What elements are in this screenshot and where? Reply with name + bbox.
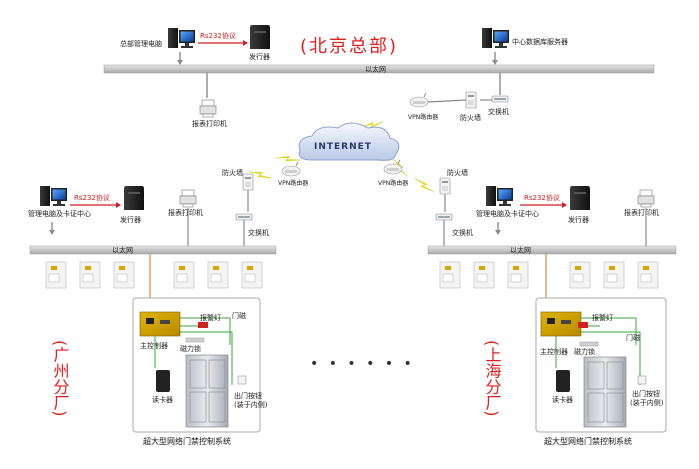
- right-switch-label: 交换机: [452, 228, 473, 237]
- left-ethernet-label: 以太网: [112, 246, 133, 255]
- right-vpn-router: [383, 159, 403, 175]
- hq-printer: [199, 99, 217, 118]
- hq-firewall: [465, 91, 477, 109]
- left-panels: [45, 261, 263, 289]
- right-protocol-label: Rs232协议: [524, 193, 560, 202]
- right-branch-name: (上海分厂): [483, 340, 502, 416]
- left-switch: [235, 213, 253, 221]
- left-issuer-label: 发行器: [120, 215, 141, 224]
- right-printer-label: 报表打印机: [624, 208, 659, 217]
- hq-server-label: 中心数据库服务器: [512, 37, 568, 46]
- left-alarm-light: [198, 322, 208, 328]
- hq-vpn-router: [409, 92, 429, 108]
- hq-printer-label: 报表打印机: [192, 119, 227, 128]
- right-firewall: [439, 177, 451, 195]
- left-exit-label-2: (装于内侧): [234, 400, 268, 409]
- right-lightning-2: [412, 177, 436, 192]
- left-firewall-label: 防火墙: [222, 168, 243, 177]
- right-door-sensor-label: 门磁: [626, 333, 640, 342]
- left-maglock-label: 磁力锁: [180, 344, 201, 353]
- right-ethernet-label: 以太网: [510, 246, 531, 255]
- right-controller-label: 主控制器: [540, 347, 568, 356]
- left-printer: [179, 189, 197, 208]
- left-firewall: [242, 173, 254, 191]
- hq-pc-link: [176, 51, 184, 66]
- hq-firewall-label: 防火墙: [460, 113, 481, 122]
- more-branches-ellipsis: • • • • • •: [310, 356, 415, 372]
- right-vpn-label: VPN路由器: [378, 179, 408, 187]
- left-system-label: 超大型网络门禁控制系统: [143, 436, 231, 446]
- right-switch: [435, 213, 453, 221]
- right-mgmt-pc-label: 管理电脑及卡证中心: [476, 209, 539, 218]
- left-mgmt-pc-label: 管理电脑及卡证中心: [28, 209, 91, 218]
- left-mgmt-pc: [40, 186, 67, 206]
- hq-server: [482, 28, 509, 48]
- right-issuer-label: 发行器: [568, 215, 589, 224]
- left-exit-label-1: 出门按钮: [234, 391, 262, 400]
- internet-cloud: [298, 122, 400, 161]
- right-exit-button: [637, 375, 647, 385]
- hq-mgmt-pc: [168, 28, 195, 48]
- right-controller-board: [540, 311, 582, 337]
- left-vpn-router: [281, 161, 301, 177]
- left-alarm-label: 报警灯: [200, 313, 221, 322]
- right-firewall-label: 防火墙: [447, 168, 468, 177]
- right-maglock: [579, 341, 599, 347]
- right-alarm-light: [578, 322, 588, 328]
- right-ethernet-bar: [427, 245, 677, 255]
- hq-mgmt-pc-label: 总部管理电脑: [120, 39, 162, 48]
- right-door: [583, 356, 627, 428]
- left-vpn-label: VPN路由器: [278, 179, 308, 187]
- hq-rs232-arrow: [243, 40, 248, 46]
- internet-label: INTERNET: [314, 142, 372, 152]
- right-maglock-label: 磁力锁: [574, 347, 595, 356]
- hq-issuer: [250, 25, 270, 49]
- right-alarm-label: 报警灯: [592, 313, 613, 322]
- right-reader-label: 读卡器: [552, 395, 573, 404]
- right-exit-label-2: (装于内侧): [630, 398, 664, 407]
- hq-protocol-label: Rs232协议: [200, 31, 236, 40]
- left-protocol-label: Rs232协议: [74, 193, 110, 202]
- right-printer: [637, 189, 655, 208]
- hq-switch-label: 交换机: [488, 107, 509, 116]
- right-mgmt-pc: [486, 186, 513, 206]
- left-ethernet-bar: [29, 245, 277, 255]
- hq-switch: [491, 95, 509, 103]
- left-issuer: [124, 186, 144, 210]
- left-controller-board: [139, 311, 181, 337]
- left-exit-button: [237, 375, 247, 385]
- left-card-reader: [156, 370, 170, 392]
- left-door-sensor-label: 门磁: [232, 311, 246, 320]
- left-door: [185, 354, 229, 428]
- left-printer-label: 报表打印机: [168, 208, 203, 217]
- left-branch-name: (广州分厂): [51, 340, 70, 416]
- left-switch-label: 交换机: [248, 228, 269, 237]
- right-system-label: 超大型网络门禁控制系统: [544, 436, 632, 446]
- left-reader-label: 读卡器: [152, 395, 173, 404]
- hq-server-link: [491, 51, 499, 66]
- hq-vpn-label: VPN路由器: [408, 113, 438, 121]
- right-issuer: [570, 186, 590, 210]
- right-exit-label-1: 出门按钮: [632, 389, 660, 398]
- hq-title: (北京总部): [300, 36, 398, 57]
- left-maglock: [185, 337, 205, 343]
- hq-issuer-label: 发行器: [249, 52, 270, 61]
- hq-ethernet-bar: [103, 64, 655, 74]
- right-card-reader: [556, 370, 570, 392]
- hq-ethernet-label: 以太网: [365, 65, 386, 74]
- right-panels: [439, 261, 659, 289]
- left-controller-label: 主控制器: [140, 341, 168, 350]
